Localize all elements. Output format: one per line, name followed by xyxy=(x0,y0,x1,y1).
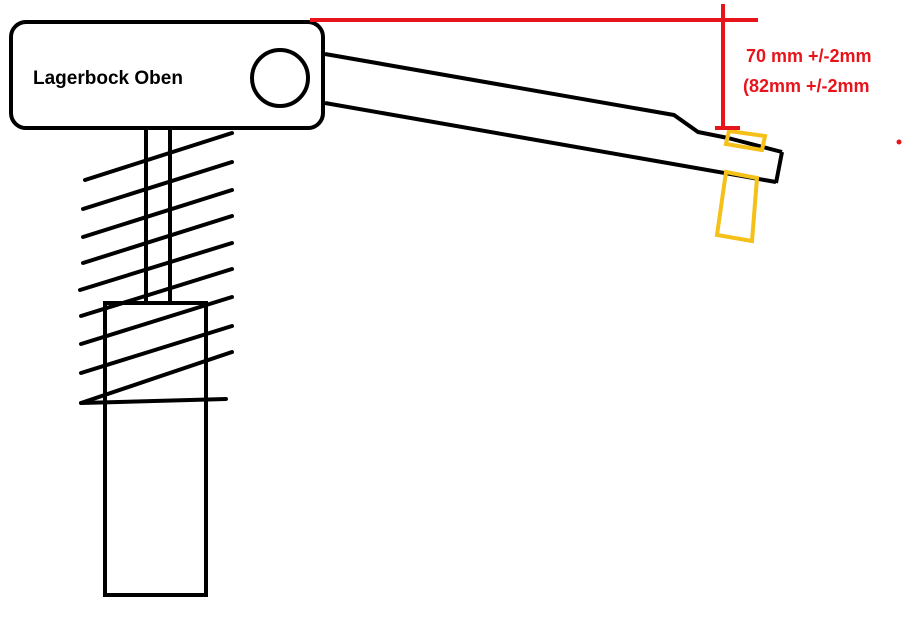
lever-tip-edge xyxy=(774,151,784,184)
dimension-lines xyxy=(310,4,758,130)
lever-arm xyxy=(324,52,784,184)
dimension-label-2: (82mm +/-2mm xyxy=(743,76,870,96)
dimension-label-1: 70 mm +/-2mm xyxy=(746,46,872,66)
spring-coils xyxy=(78,131,234,405)
shock-body xyxy=(103,301,208,597)
highlight-pin xyxy=(714,128,768,244)
upper-bracket: Lagerbock Oben xyxy=(9,20,325,130)
lever-bottom-edge xyxy=(324,101,777,184)
bracket-label: Lagerbock Oben xyxy=(33,68,183,89)
stray-dot xyxy=(896,139,902,145)
bracket-body xyxy=(9,20,325,130)
lever-top-edge xyxy=(324,52,783,154)
pivot-hole xyxy=(250,48,310,108)
